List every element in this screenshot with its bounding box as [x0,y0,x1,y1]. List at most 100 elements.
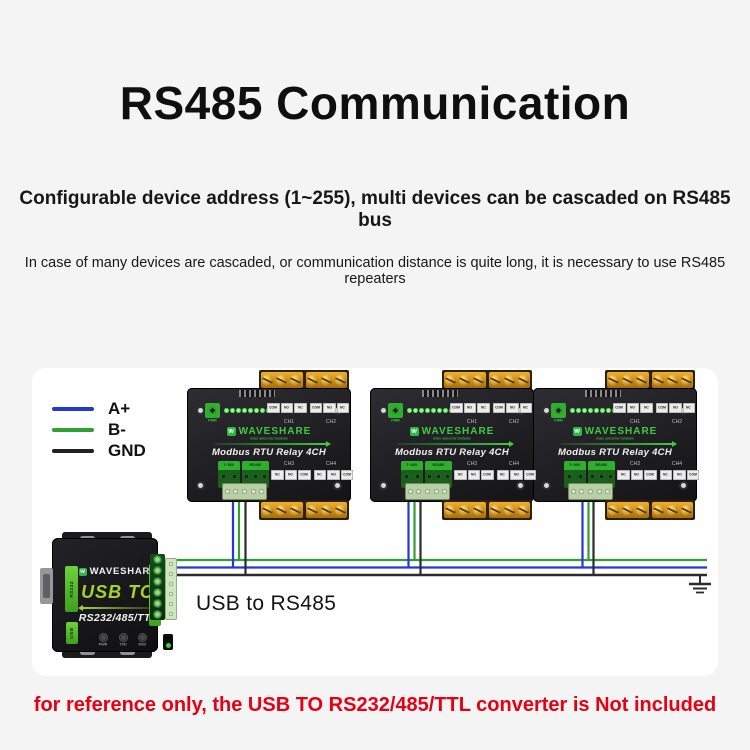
terminal-labels-top: COM NO NC COM NO NC [450,403,532,413]
screw-terminal [290,374,302,386]
terminal-label-cell: NO [280,403,293,413]
page-subtitle: Configurable device address (1~255), mul… [19,188,731,231]
rs485-terminal-label: RS485 [242,461,269,470]
screw-terminal [622,504,634,516]
terminal-label-cell: COM [298,470,311,480]
terminal-label-cell: COM [450,403,463,413]
screw-terminal [276,374,288,386]
relay-top-terminal-block [605,370,695,390]
status-led-icon [431,408,436,413]
terminal-label-cell: NC [454,470,467,480]
brand-name: WAVESHARE [584,426,658,437]
led-row [570,408,617,413]
relay-body: PWR COM NO NC COM NO NC CH1 CH2 w WAVESH… [187,388,353,502]
status-led-icon [254,408,259,413]
screw-icon [252,473,259,480]
usb-port-label: USB [66,622,78,644]
terminal-label-cell: NC [659,470,672,480]
converter-title: USB TO [81,582,155,602]
module-model-name: Modbus RTU Relay 4CH [394,447,510,458]
screw-terminal [517,374,529,386]
waveshare-logo: w WAVESHARE [76,566,160,577]
brand-tagline: share awesome hardware [250,436,288,441]
power-led-block [205,403,220,418]
relay-module: PWR COM NO NC COM NO NC CH1 CH2 w WAVESH… [531,370,699,522]
brand-name: WAVESHARE [89,566,158,577]
screw-terminal [517,504,529,516]
terminal-label-cell: NO [506,403,519,413]
rs485-terminal-label: RS485 [588,461,615,470]
rs485-terminal-label: RS485 [425,461,452,470]
waveshare-logo-icon: w [226,427,236,436]
status-led-icon [582,408,587,413]
screw-icon [589,473,596,480]
connector-screw-icon [169,592,173,596]
led-indicators: PWR TXD RXD [96,634,149,648]
screw-icon [261,473,268,480]
status-led-icon [260,408,265,413]
channel-label: CH3 [466,461,478,467]
led-row [407,408,454,413]
mounting-hole [544,408,549,413]
terminal-group [305,372,347,388]
mounting-hole [335,483,340,488]
screw-icon [153,577,162,586]
channel-label: CH1 [629,419,641,425]
screw-icon [153,555,162,564]
power-input-terminal: 7~36V [401,461,423,488]
channel-label: CH1 [283,419,295,425]
screw-icon [577,473,584,480]
screw-terminal [636,374,648,386]
screw-icon [598,473,605,480]
terminal-label-cell: NC [336,403,349,413]
power-screws [401,473,423,480]
screw-terminal [652,504,664,516]
waveshare-logo: w WAVESHARE [370,426,534,437]
status-led-icon [224,408,229,413]
terminal-label-cell: COM [309,403,322,413]
connector-screw-icon [587,489,593,494]
screw-terminal [666,504,678,516]
flange-hole [80,649,95,655]
status-led-icon [606,408,611,413]
terminal-label-cell: COM [644,470,657,480]
terminal-label-cell: NO [626,403,639,413]
led-pwr: PWR [96,634,110,648]
waveshare-logo-icon: w [572,427,582,436]
legend-label: A+ [108,399,131,418]
screw-terminal [334,374,346,386]
pin-header [239,390,275,397]
switch-knob-icon [165,643,171,648]
terminal-label-cell: NC [682,403,695,413]
terminal-label-cell: COM [686,470,699,480]
screw-terminal [608,374,620,386]
terminal-labels-bottom: NC NO COM NC NO COM [617,470,699,480]
connector-screw-icon [259,489,265,494]
page-note: In case of many devices are cascaded, or… [24,255,726,287]
status-led-icon [594,408,599,413]
waveshare-logo: w WAVESHARE [187,426,351,437]
legend-row-gnd: GND [52,441,146,460]
brand-tagline: share awesome hardware [433,436,471,441]
led-icon [119,634,127,641]
screw-terminal [262,374,274,386]
screw-terminal [459,504,471,516]
mounting-hole [518,483,523,488]
screw-icon [566,473,573,480]
connector-screw-icon [442,489,448,494]
legend-label: B- [108,420,126,439]
screw-icon [153,610,162,619]
module-model-name: Modbus RTU Relay 4CH [211,447,327,458]
green-arrow-icon [215,440,331,447]
power-led-label: PWR [208,419,217,423]
footer-disclaimer: for reference only, the USB TO RS232/485… [33,694,717,716]
legend-swatch-black [52,449,94,453]
terminal-labels-top: COM NO NC COM NO NC [613,403,695,413]
arrowhead-icon [326,440,331,447]
status-led-icon [600,408,605,413]
connector-screw-icon [169,572,173,576]
led-row [224,408,271,413]
terminal-label-cell: NC [294,403,307,413]
screw-icon [414,473,421,480]
connector-screw-icon [241,489,247,494]
